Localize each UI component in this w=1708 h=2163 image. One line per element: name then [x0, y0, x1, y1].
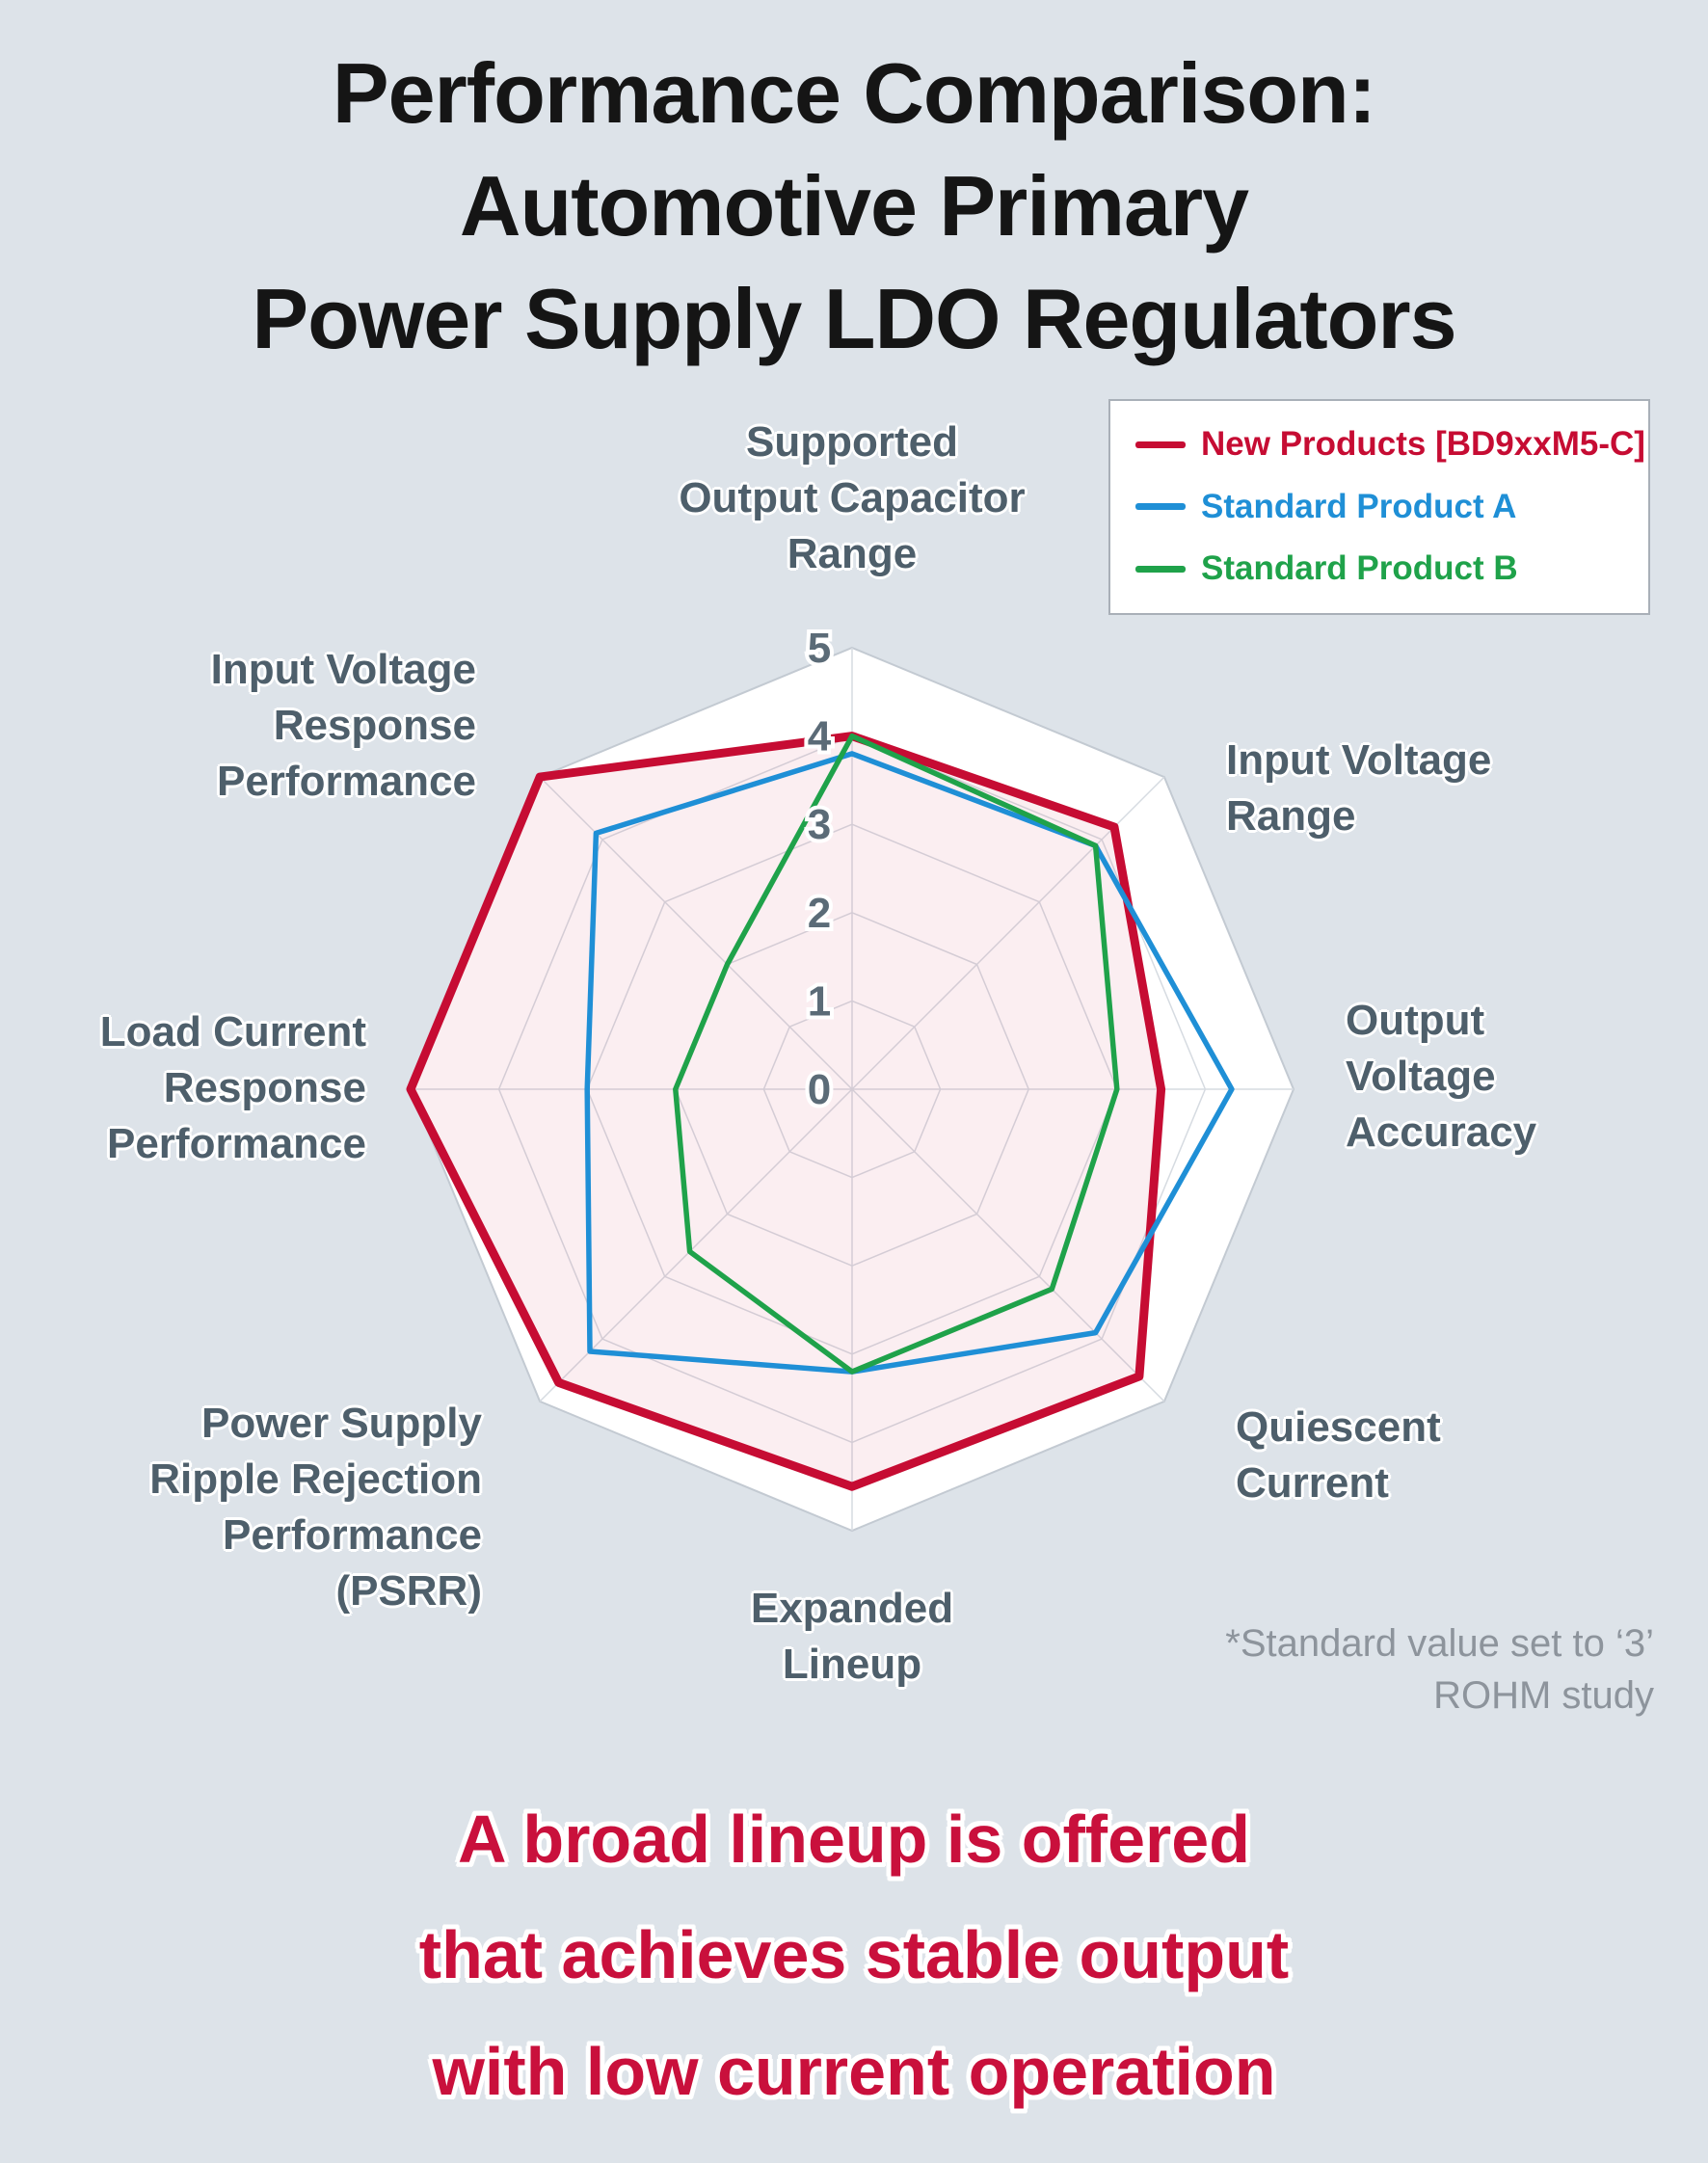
- legend-label-standard-product-b: Standard Product B: [1201, 549, 1518, 587]
- legend-line-red-icon: [1135, 441, 1186, 448]
- axis-label-load-current-response: Load Current Response Performance: [99, 1008, 366, 1168]
- axis-label-output-voltage-accuracy: Output Voltage Accuracy: [1346, 997, 1537, 1157]
- svg-text:5: 5: [808, 625, 831, 672]
- legend-item-standard-product-a: Standard Product A: [1135, 487, 1623, 526]
- axis-label-supported-output-capacitor-range: Supported Output Capacitor Range: [679, 418, 1026, 578]
- legend-line-green-icon: [1135, 565, 1186, 573]
- axis-label-input-voltage-response: Input Voltage Response Performance: [210, 646, 476, 806]
- bottom-message: A broad lineup is offered that achieves …: [418, 1802, 1290, 2109]
- legend-label-standard-product-a: Standard Product A: [1201, 487, 1517, 525]
- svg-text:0: 0: [808, 1066, 831, 1113]
- axis-label-psrr: Power Supply Ripple Rejection Performanc…: [149, 1400, 482, 1616]
- axis-label-quiescent-current: Quiescent Current: [1236, 1403, 1441, 1508]
- legend-item-standard-product-b: Standard Product B: [1135, 549, 1623, 588]
- axis-label-input-voltage-range: Input Voltage Range: [1226, 736, 1492, 841]
- axis-label-expanded-lineup: Expanded Lineup: [750, 1585, 954, 1689]
- legend-label-new-products: New Products [BD9xxM5-C]: [1201, 425, 1645, 463]
- legend-item-new-products: New Products [BD9xxM5-C]: [1135, 425, 1645, 464]
- svg-text:3: 3: [808, 801, 831, 848]
- svg-text:2: 2: [808, 890, 831, 937]
- page-title: Performance Comparison: Automotive Prima…: [252, 45, 1456, 367]
- legend: New Products [BD9xxM5-C] Standard Produc…: [1108, 399, 1650, 615]
- svg-text:1: 1: [808, 977, 831, 1025]
- footnote: *Standard value set to ‘3’ ROHM study: [1225, 1622, 1654, 1717]
- svg-text:4: 4: [808, 713, 832, 761]
- legend-line-blue-icon: [1135, 503, 1186, 511]
